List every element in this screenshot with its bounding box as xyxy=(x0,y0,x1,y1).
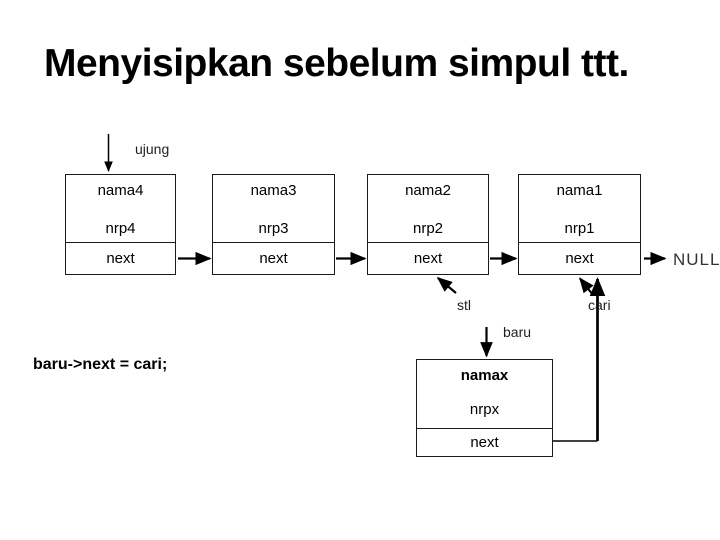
node-nama4: nama4 nrp4 next xyxy=(65,174,176,275)
node-nama2-data-cell: nama2 nrp2 xyxy=(368,175,488,242)
node-nama4-data-cell: nama4 nrp4 xyxy=(66,175,175,242)
node-nama3-name: nama3 xyxy=(250,182,297,199)
node-nama2: nama2 nrp2 next xyxy=(367,174,489,275)
node-namax: namax nrpx next xyxy=(416,359,553,457)
node-nama4-name: nama4 xyxy=(97,182,144,199)
node-nama2-name: nama2 xyxy=(405,182,451,199)
code-statement: baru->next = cari; xyxy=(33,356,168,373)
node-nama3: nama3 nrp3 next xyxy=(212,174,335,275)
node-namax-name: namax xyxy=(460,367,509,384)
null-label: NULL xyxy=(673,250,720,269)
slide-title: Menyisipkan sebelum simpul ttt. xyxy=(44,42,629,85)
node-nama3-data-cell: nama3 nrp3 xyxy=(213,175,334,242)
node-nama4-nrp: nrp4 xyxy=(105,220,136,237)
ujung-label: ujung xyxy=(135,141,170,157)
node-nama1-name: nama1 xyxy=(556,182,603,199)
cari-arrow xyxy=(579,277,594,296)
node-nama1: nama1 nrp1 next xyxy=(518,174,641,275)
stl-label: stl xyxy=(457,297,471,313)
node-nama3-nrp: nrp3 xyxy=(258,220,289,237)
node-nama1-data-cell: nama1 nrp1 xyxy=(519,175,640,242)
node-nama2-next-cell: next xyxy=(368,242,488,275)
node-nama1-next-cell: next xyxy=(519,242,640,275)
node-namax-next-cell: next xyxy=(417,428,552,457)
stl-arrow xyxy=(436,277,457,294)
node-namax-nrp: nrpx xyxy=(469,401,500,418)
node-nama1-nrp: nrp1 xyxy=(564,220,595,237)
baru-label: baru xyxy=(503,324,532,340)
node-nama3-next-cell: next xyxy=(213,242,334,275)
node-nama2-nrp: nrp2 xyxy=(412,220,444,237)
node-nama4-next-cell: next xyxy=(66,242,175,275)
cari-label: cari xyxy=(588,297,611,313)
node-namax-data-cell: namax nrpx xyxy=(417,360,552,428)
